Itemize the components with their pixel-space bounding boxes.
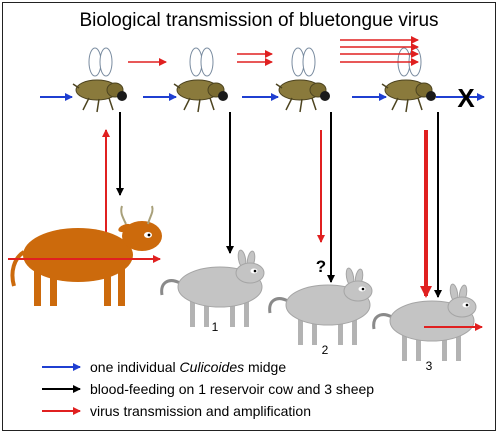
sheep-2 (268, 266, 374, 347)
legend-item-midge-suffix: midge (244, 359, 286, 375)
sheep-1 (160, 248, 266, 329)
midge-2 (173, 47, 229, 113)
sheep-label-1: 1 (212, 320, 219, 334)
legend: one individual Culicoides midge blood-fe… (42, 359, 374, 419)
midge-1 (72, 47, 128, 113)
unknown-transmission-marker: ? (316, 257, 326, 276)
diagram-frame (2, 2, 496, 431)
legend-item-feeding: blood-feeding on 1 reservoir cow and 3 s… (90, 381, 374, 397)
legend-item-midge-italic: Culicoides (180, 359, 245, 375)
legend-item-midge: one individual Culicoides midge (90, 359, 286, 375)
legend-item-midge-text: one individual (90, 359, 180, 375)
end-marker: X (457, 83, 475, 113)
midge-4 (381, 47, 437, 113)
midge-3 (275, 47, 331, 113)
sheep-label-3: 3 (426, 359, 433, 373)
legend-item-transmission: virus transmission and amplification (90, 403, 311, 419)
reservoir-cow (10, 205, 162, 306)
sheep-label-2: 2 (322, 343, 329, 357)
diagram-title: Biological transmission of bluetongue vi… (79, 10, 438, 31)
